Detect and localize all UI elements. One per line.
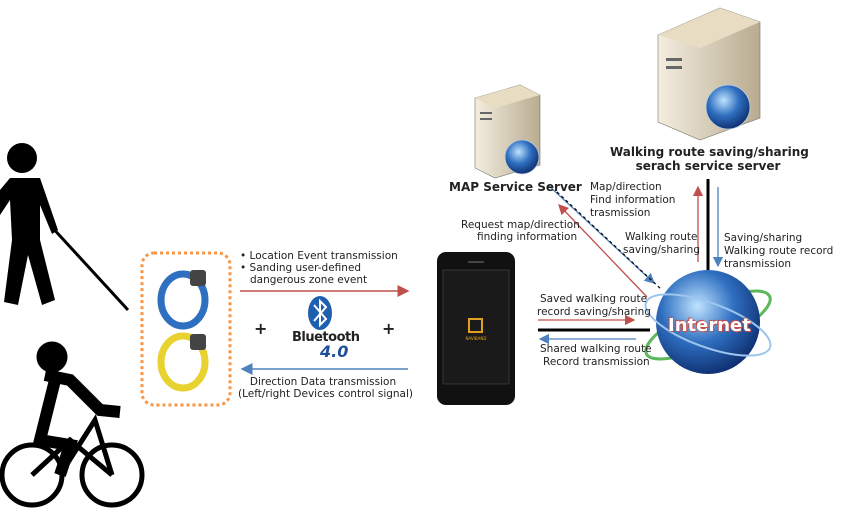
yellow-wristband-icon [157,332,209,392]
app-name: NAVIBAND [465,336,487,341]
map-server-label: MAP Service Server [449,180,582,194]
blind-person-icon [0,143,130,312]
plus-right: + [382,319,396,338]
internet-globe-icon [644,270,772,374]
internet-label: Internet [668,315,751,336]
band-msg-2-cont: dangerous zone event [250,274,368,286]
phone-share-2: Record transmission [543,356,650,368]
bluetooth-word: Bluetooth [292,330,360,345]
route-server-label-1: Walking route saving/sharing [610,145,809,159]
map-request-1: Request map/direction [461,219,580,231]
bluetooth-icon [308,296,332,330]
band-msg-2: • Sanding user-defined [240,262,362,274]
phone-save-2: record saving/sharing [537,306,651,318]
smartphone-icon [437,252,515,405]
blue-wristband-icon [157,270,209,330]
route-server-label-2: serach service server [635,159,781,173]
phone-share-1: Shared walking route [540,343,652,355]
wristband-group-box [140,251,232,407]
map-response-2: Find information [590,194,676,206]
map-response-3: trasmission [590,207,651,219]
map-response-1: Map/direction [590,181,662,193]
route-down-3: transmission [724,258,792,270]
return-msg-2: (Left/right Devices control signal) [238,388,414,400]
route-down-1: Saving/sharing [724,232,803,244]
cyclist-icon [0,341,145,508]
plus-left: + [254,319,268,338]
return-msg-1: Direction Data transmission [249,376,397,388]
band-msg-1: • Location Event transmission [240,250,398,262]
map-request-2: finding information [477,231,578,243]
internet-to-map-arrow [558,204,648,298]
route-up-2: saving/sharing [623,244,701,256]
phone-save-1: Saved walking route [540,293,648,305]
route-server-icon [657,7,761,141]
route-down-2: Walking route record [724,245,834,257]
bluetooth-version: 4.0 [320,342,349,361]
map-server-icon [474,84,541,179]
route-up-1: Walking route [625,231,698,243]
